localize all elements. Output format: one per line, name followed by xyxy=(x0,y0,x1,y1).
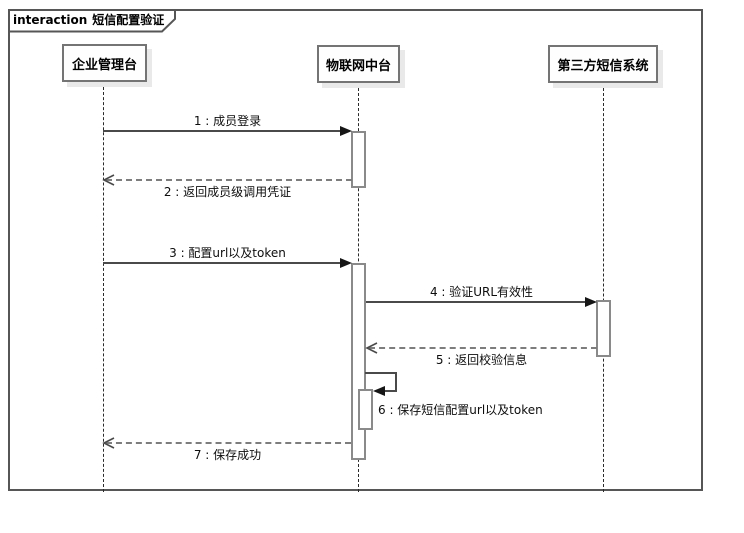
arrowhead-filled-icon xyxy=(340,126,352,136)
frame-title: 短信配置验证 xyxy=(92,13,165,27)
participant-third-party-sms: 第三方短信系统 xyxy=(548,45,658,83)
message-label-7: 7 : 保存成功 xyxy=(193,448,262,462)
message-label-4: 4 : 验证URL有效性 xyxy=(429,285,534,299)
message-label-5: 5 : 返回校验信息 xyxy=(435,353,528,367)
arrowhead-filled-icon xyxy=(373,386,385,396)
message-line-7 xyxy=(106,442,351,444)
frame-title-tab-shape xyxy=(8,9,176,33)
participant-iot-platform: 物联网中台 xyxy=(317,45,400,83)
activation-iot-save-nested xyxy=(358,389,373,430)
frame-title-tab: interaction 短信配置验证 xyxy=(13,11,164,29)
message-label-2: 2 : 返回成员级调用凭证 xyxy=(163,185,292,199)
arrowhead-open-icon xyxy=(102,174,115,186)
frame-keyword: interaction xyxy=(13,13,88,27)
activation-iot-login xyxy=(351,131,366,188)
arrowhead-open-icon xyxy=(102,437,115,449)
diagram-frame xyxy=(8,9,703,491)
message-line-4 xyxy=(366,301,586,303)
message-label-1: 1 : 成员登录 xyxy=(193,114,262,128)
activation-iot-config xyxy=(351,263,366,460)
arrowhead-filled-icon xyxy=(340,258,352,268)
message-line-6-side xyxy=(395,372,397,392)
participant-label: 企业管理台 xyxy=(71,57,137,73)
message-label-3: 3 : 配置url以及token xyxy=(169,246,286,260)
message-line-5 xyxy=(369,347,597,349)
participant-label: 物联网中台 xyxy=(325,58,391,74)
message-label-6: 6 : 保存短信配置url以及token xyxy=(378,403,543,417)
message-line-3 xyxy=(103,262,341,264)
lifeline-third-party-sms xyxy=(603,83,604,492)
arrowhead-open-icon xyxy=(365,342,378,354)
participant-label: 第三方短信系统 xyxy=(557,58,649,74)
message-line-6-bottom xyxy=(384,390,397,392)
lifeline-enterprise-console xyxy=(103,82,104,492)
message-line-2 xyxy=(106,179,352,181)
message-line-1 xyxy=(103,130,341,132)
message-line-6-top xyxy=(365,372,397,374)
participant-enterprise-console: 企业管理台 xyxy=(62,44,147,82)
activation-sms-verify xyxy=(596,300,611,357)
arrowhead-filled-icon xyxy=(585,297,597,307)
